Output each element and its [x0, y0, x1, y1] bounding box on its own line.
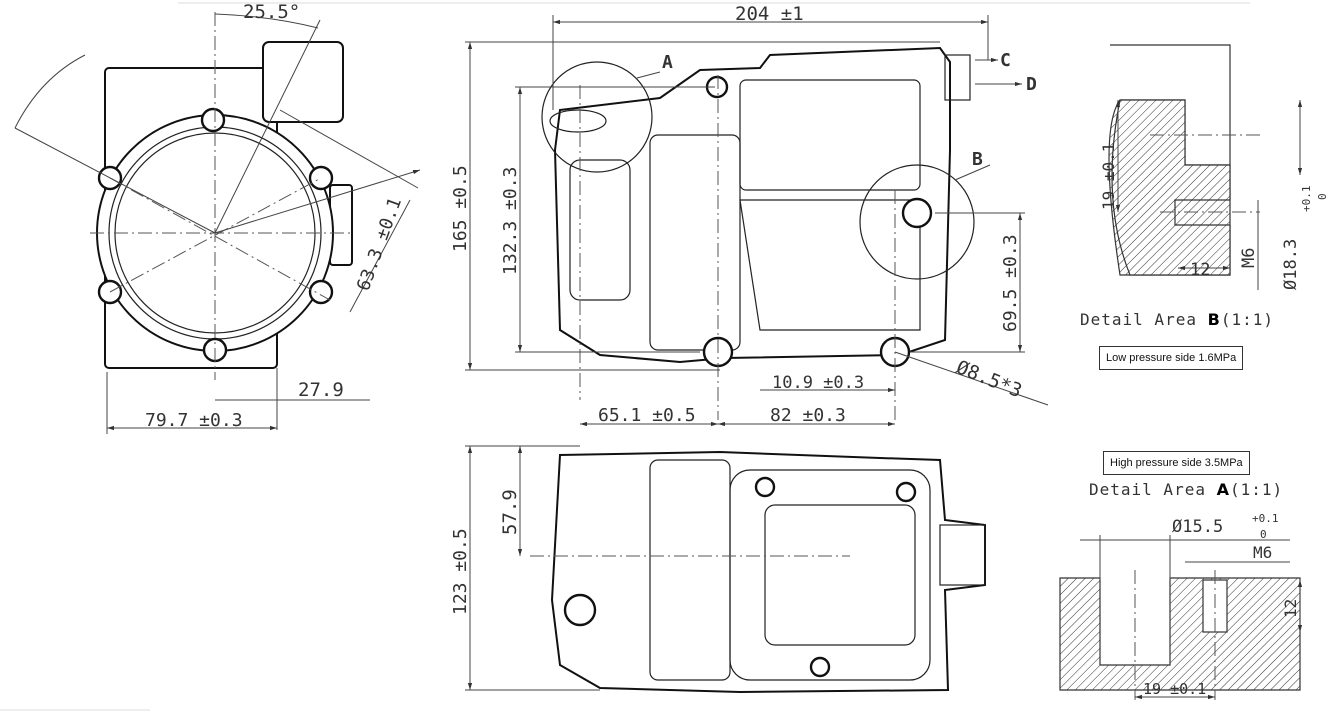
side-body: [553, 46, 951, 364]
side-port-a: [549, 109, 607, 133]
height-inner-label: 132.3 ±0.3: [500, 167, 521, 275]
front-view: 25.5° 63.3 ±0.1 27.9 79.7 ±0.3: [14, 1, 421, 434]
hole-label: Ø8.5*3: [953, 356, 1025, 402]
side-lower-housing: [739, 199, 921, 331]
angle-leg: [214, 19, 321, 234]
front-bolt-upper-right: [308, 165, 334, 191]
detail-a-view: Ø15.5 +0.1 0 M6 12 19 ±0.1: [1059, 512, 1303, 700]
detail-a-title-prefix: Detail Area: [1089, 480, 1206, 499]
detail-a-circle: [541, 61, 653, 173]
detail-b-title-prefix: Detail Area: [1080, 310, 1197, 329]
top-bolt-2: [895, 481, 917, 503]
side-view: 204 ±1 165 ±0.5 132.3 ±0.3 69.5 ±0.3 Ø8.…: [450, 3, 1049, 427]
detail-b-depth-label: 19 ±0.1: [1099, 143, 1118, 210]
top-view: 123 ±0.5 57.9: [450, 445, 986, 694]
detail-a-bore-label: Ø15.5: [1172, 517, 1223, 537]
radius-dim-line: [349, 199, 411, 313]
side-motor-section: [649, 134, 741, 351]
detail-a-tol-upper: +0.1: [1252, 512, 1279, 525]
detail-b-bore-label: Ø18.3: [1281, 239, 1301, 290]
angle-arc: [214, 13, 319, 29]
detail-b-title-suffix: (1:1): [1220, 310, 1274, 329]
detail-a-section: [1059, 577, 1301, 691]
callout-c-label: C: [1000, 50, 1011, 71]
high-pressure-label: High pressure side 3.5MPa: [1103, 451, 1250, 475]
radius-leader: [214, 169, 421, 234]
angle-label: 25.5°: [243, 1, 300, 23]
width-label: 79.7 ±0.3: [145, 410, 243, 431]
top-inverter-inner: [764, 504, 916, 646]
detail-a-title-letter: A: [1216, 480, 1230, 499]
side-inverter-box: [739, 79, 921, 191]
small-offset-label: 10.9 ±0.3: [772, 373, 864, 393]
mount-height-label: 69.5 ±0.3: [1000, 234, 1021, 332]
pitch-right-label: 82 ±0.3: [770, 405, 846, 426]
offset-label: 27.9: [298, 379, 344, 401]
detail-b-lower-section: [1111, 99, 1231, 276]
detail-a-thread-depth-label: 12: [1281, 599, 1300, 618]
top-bolt-1: [754, 476, 776, 498]
detail-a-title: Detail Area A(1:1): [1089, 480, 1283, 499]
detail-a-tol-lower: 0: [1260, 528, 1267, 541]
radius-label: 63.3 ±0.1: [353, 195, 406, 294]
pitch-left-label: 65.1 ±0.5: [598, 405, 696, 426]
top-partial-label: 57.9: [499, 489, 521, 535]
side-scroll-section: [569, 159, 631, 301]
radius-ext-1: [279, 109, 419, 189]
detail-b-view: 19 ±0.1 M6 12 Ø18.3 +0.1 0: [1099, 44, 1329, 290]
front-connector-housing: [262, 41, 344, 123]
front-diag-1: [109, 177, 331, 301]
callout-b-leader: [954, 164, 991, 181]
overall-length-label: 204 ±1: [735, 3, 804, 25]
detail-b-thread-depth-label: 12: [1190, 260, 1210, 280]
detail-a-depth-label: 19 ±0.1: [1143, 680, 1206, 698]
detail-b-tol-lower: 0: [1316, 193, 1329, 200]
side-connector: [944, 54, 971, 101]
callout-a-leader: [636, 71, 661, 79]
height-total-label: 165 ±0.5: [450, 165, 471, 252]
top-bolt-3: [809, 656, 831, 678]
detail-a-title-suffix: (1:1): [1230, 480, 1284, 499]
side-port-b: [901, 197, 933, 229]
front-diag-2: [109, 177, 322, 293]
detail-b-title: Detail Area B(1:1): [1080, 310, 1274, 329]
detail-b-thread-label: M6: [1239, 248, 1259, 268]
top-port: [563, 593, 597, 627]
front-bolt-top: [200, 107, 226, 133]
top-width-label: 123 ±0.5: [450, 528, 471, 615]
arc-leg: [14, 127, 216, 234]
detail-b-title-letter: B: [1207, 310, 1221, 329]
large-arc: [14, 54, 86, 129]
hole-leader: [894, 351, 1049, 406]
callout-d-label: D: [1026, 74, 1037, 95]
low-pressure-label: Low pressure side 1.6MPa: [1099, 346, 1244, 370]
detail-b-tol-upper: +0.1: [1300, 186, 1313, 213]
callout-b-label: B: [972, 149, 983, 170]
detail-b-circle: [859, 164, 975, 280]
callout-a-label: A: [662, 52, 673, 73]
top-motor-section: [649, 459, 731, 681]
detail-a-thread-label: M6: [1253, 543, 1272, 562]
top-body: [550, 450, 986, 694]
top-connector: [939, 524, 986, 586]
